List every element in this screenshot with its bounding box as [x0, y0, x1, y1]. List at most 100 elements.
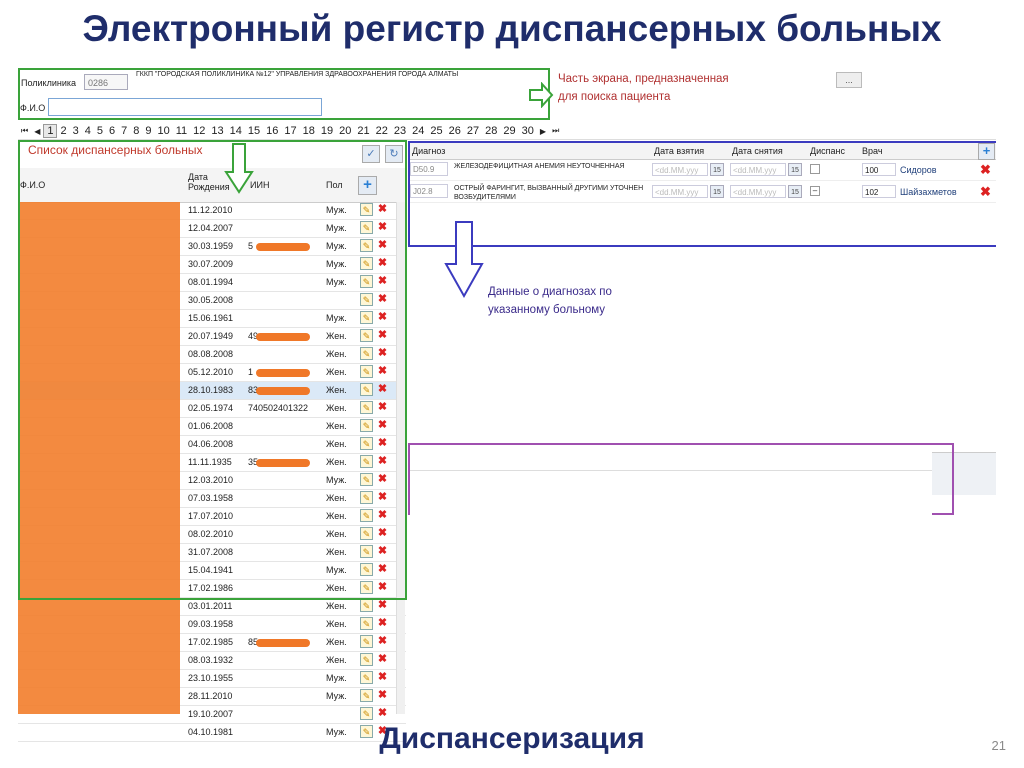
calendar-icon[interactable]: 15 [788, 163, 802, 176]
refresh-icon[interactable]: ↻ [385, 145, 403, 163]
edit-icon[interactable]: ✎ [360, 563, 373, 576]
diagnosis-code[interactable]: J02.8 [410, 184, 448, 198]
delete-icon[interactable]: ✖ [377, 617, 388, 629]
edit-icon[interactable]: ✎ [360, 203, 373, 216]
table-row[interactable]: 30.05.2008✎✖ [18, 292, 406, 310]
delete-icon[interactable]: ✖ [377, 599, 388, 611]
edit-icon[interactable]: ✎ [360, 221, 373, 234]
delete-icon[interactable]: ✖ [377, 347, 388, 359]
delete-icon[interactable]: ✖ [377, 725, 388, 737]
page-link[interactable]: 3 [72, 125, 79, 137]
edit-icon[interactable]: ✎ [360, 275, 373, 288]
delete-icon[interactable]: ✖ [980, 184, 991, 199]
grid-scrollbar[interactable] [396, 202, 405, 714]
delete-icon[interactable]: ✖ [377, 239, 388, 251]
edit-icon[interactable]: ✎ [360, 545, 373, 558]
delete-icon[interactable]: ✖ [377, 365, 388, 377]
disp-checkbox[interactable]: – [810, 186, 820, 196]
prev-page-icon[interactable]: ◀ [34, 126, 41, 136]
delete-icon[interactable]: ✖ [377, 545, 388, 557]
col-diagnosis[interactable]: Диагноз [412, 146, 446, 156]
edit-icon[interactable]: ✎ [360, 419, 373, 432]
col-fio[interactable]: Ф.И.О [20, 180, 46, 190]
page-link[interactable]: 1 [43, 124, 58, 138]
page-link[interactable]: 16 [266, 125, 279, 137]
delete-icon[interactable]: ✖ [377, 329, 388, 341]
page-link[interactable]: 17 [284, 125, 297, 137]
delete-icon[interactable]: ✖ [377, 491, 388, 503]
add-patient-icon[interactable]: + [358, 176, 377, 195]
col-doctor[interactable]: Врач [862, 146, 883, 156]
edit-icon[interactable]: ✎ [360, 383, 373, 396]
diagnosis-code[interactable]: D50.9 [410, 162, 448, 176]
col-start-date[interactable]: Дата взятия [654, 146, 705, 156]
page-link[interactable]: 24 [412, 125, 425, 137]
end-date-field[interactable]: <dd.MM.yyy [730, 185, 786, 198]
page-link[interactable]: 19 [320, 125, 334, 137]
page-link[interactable]: 10 [157, 125, 170, 137]
edit-icon[interactable]: ✎ [360, 401, 373, 414]
page-link[interactable]: 18 [302, 125, 315, 137]
edit-icon[interactable]: ✎ [360, 347, 373, 360]
edit-icon[interactable]: ✎ [360, 509, 373, 522]
delete-icon[interactable]: ✖ [377, 671, 388, 683]
page-link[interactable]: 25 [430, 125, 443, 137]
delete-icon[interactable]: ✖ [377, 419, 388, 431]
delete-icon[interactable]: ✖ [377, 437, 388, 449]
page-link[interactable]: 23 [393, 125, 407, 137]
check-icon[interactable]: ✓ [362, 145, 380, 163]
edit-icon[interactable]: ✎ [360, 527, 373, 540]
edit-icon[interactable]: ✎ [360, 473, 373, 486]
edit-icon[interactable]: ✎ [360, 365, 373, 378]
page-link[interactable]: 29 [503, 125, 516, 137]
edit-icon[interactable]: ✎ [360, 671, 373, 684]
delete-icon[interactable]: ✖ [377, 221, 388, 233]
edit-icon[interactable]: ✎ [360, 311, 373, 324]
calendar-icon[interactable]: 15 [788, 185, 802, 198]
table-row[interactable]: 19.10.2007✎✖ [18, 706, 406, 724]
fio-search-input[interactable] [48, 98, 322, 116]
start-date-field[interactable]: <dd.MM.yyy [652, 163, 708, 176]
edit-icon[interactable]: ✎ [360, 581, 373, 594]
col-sex[interactable]: Пол [326, 180, 343, 190]
page-link[interactable]: 27 [466, 125, 480, 137]
page-link[interactable]: 5 [96, 125, 103, 137]
edit-icon[interactable]: ✎ [360, 617, 373, 630]
col-disp[interactable]: Диспанс [810, 146, 845, 156]
last-page-icon[interactable]: ⏭ [552, 126, 560, 135]
edit-icon[interactable]: ✎ [360, 491, 373, 504]
col-dob[interactable]: Дата Рождения [188, 172, 230, 192]
doctor-code[interactable]: 102 [862, 185, 896, 198]
edit-icon[interactable]: ✎ [360, 329, 373, 342]
edit-icon[interactable]: ✎ [360, 635, 373, 648]
page-link[interactable]: 20 [339, 125, 352, 137]
first-page-icon[interactable]: ⏮ [21, 126, 29, 135]
delete-icon[interactable]: ✖ [377, 473, 388, 485]
delete-icon[interactable]: ✖ [377, 383, 388, 395]
page-link[interactable]: 28 [485, 125, 498, 137]
start-date-field[interactable]: <dd.MM.yyy [652, 185, 708, 198]
next-page-icon[interactable]: ▶ [539, 126, 547, 136]
edit-icon[interactable]: ✎ [360, 599, 373, 612]
calendar-icon[interactable]: 15 [710, 163, 724, 176]
page-link[interactable]: 26 [448, 125, 461, 137]
edit-icon[interactable]: ✎ [360, 293, 373, 306]
